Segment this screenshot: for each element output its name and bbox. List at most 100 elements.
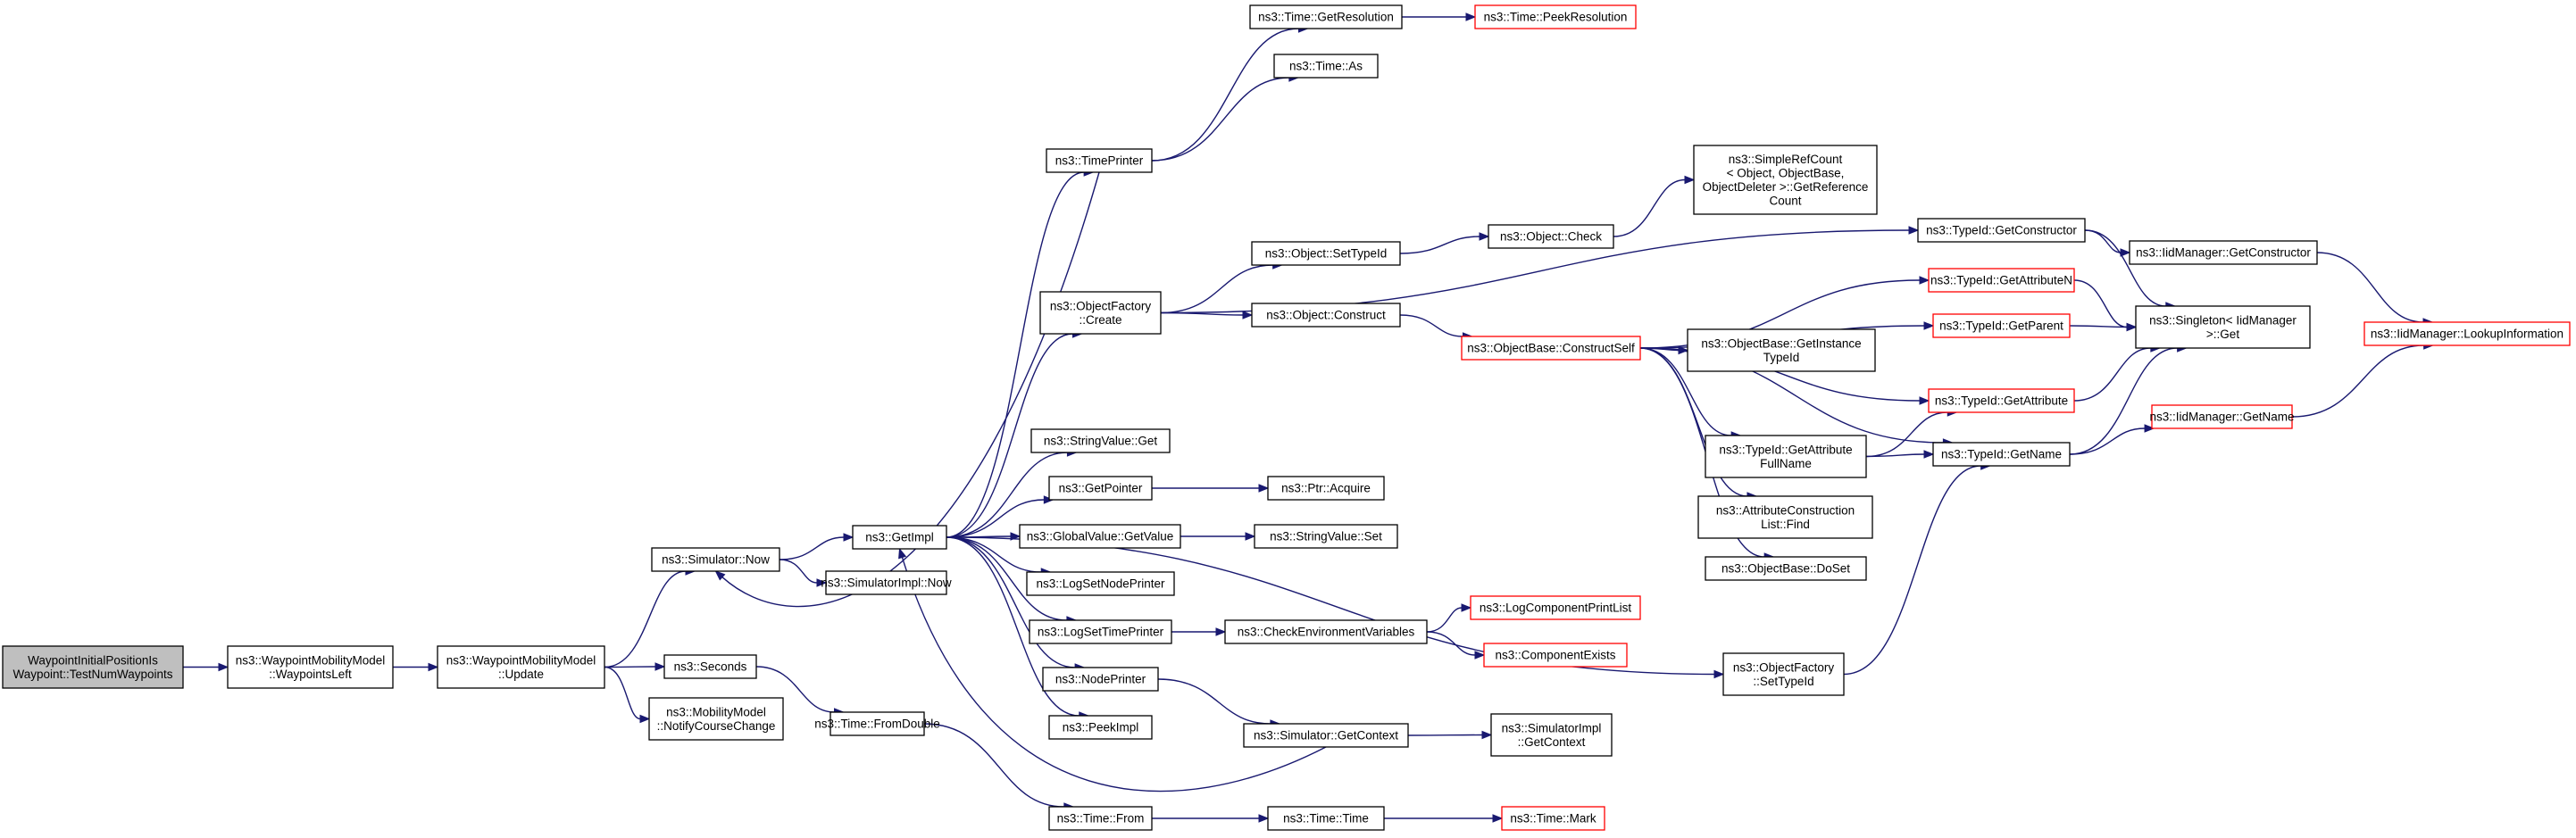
arrowhead: [1481, 730, 1493, 740]
node-label-line: ns3::ObjectBase::DoSet: [1722, 562, 1850, 576]
edge-getimpl-to-nodeprinter: [946, 536, 1086, 672]
edge-line: [604, 666, 641, 720]
node-checkenv[interactable]: ns3::CheckEnvironmentVariables: [1224, 619, 1428, 644]
node-timeas[interactable]: ns3::Time::As: [1273, 54, 1379, 79]
node-getimpl[interactable]: ns3::GetImpl: [852, 525, 947, 550]
edge-line: [1399, 236, 1480, 254]
node-box: [437, 645, 605, 689]
node-box: [1039, 291, 1162, 335]
node-logsettime[interactable]: ns3::LogSetTimePrinter: [1029, 619, 1172, 644]
node-simplerefcount[interactable]: ns3::SimpleRefCount< Object, ObjectBase,…: [1693, 145, 1878, 215]
node-getres[interactable]: ns3::Time::GetResolution: [1249, 4, 1403, 29]
node-box: [1249, 4, 1403, 29]
node-label-line: ns3::Ptr::Acquire: [1281, 482, 1371, 495]
node-logsetnode[interactable]: ns3::LogSetNodePrinter: [1026, 571, 1175, 596]
node-label-line: ns3::GetImpl: [865, 531, 934, 544]
node-box: [1705, 435, 1867, 478]
node-simimplgetctx[interactable]: ns3::SimulatorImpl::GetContext: [1490, 713, 1613, 757]
node-label-line: WaypointInitialPositionIs: [28, 653, 158, 667]
node-typeidgetparent[interactable]: ns3::TypeId::GetParent: [1932, 313, 2071, 338]
arrowhead: [218, 662, 229, 672]
node-box: [1048, 715, 1153, 740]
node-timetime[interactable]: ns3::Time::Time: [1267, 806, 1385, 831]
node-label-line: ns3::GlobalValue::GetValue: [1027, 530, 1174, 543]
node-iidgetctor[interactable]: ns3::IidManager::GetConstructor: [2129, 240, 2318, 265]
node-timeprinter[interactable]: ns3::TimePrinter: [1046, 148, 1153, 173]
edge-timeprinter-to-timeas: [1151, 73, 1300, 162]
node-label-line: ns3::TypeId::GetName: [1941, 448, 2062, 461]
node-label-line: ns3::TypeId::GetAttribute: [1935, 394, 2068, 408]
edge-line: [1843, 465, 1981, 676]
node-singletonget[interactable]: ns3::Singleton< IidManager>::Get: [2135, 305, 2311, 349]
node-objbasedoset[interactable]: ns3::ObjectBase::DoSet: [1705, 556, 1867, 581]
edge-line: [2069, 325, 2128, 328]
node-label-line: TypeId: [1763, 351, 1800, 364]
node-box: [1470, 595, 1641, 620]
node-label-line: ns3::LogSetNodePrinter: [1036, 577, 1165, 591]
node-box: [1483, 643, 1628, 668]
node-box: [648, 697, 784, 741]
edge-line: [604, 570, 686, 668]
node-objfactcreate[interactable]: ns3::ObjectFactory::Create: [1039, 291, 1162, 335]
node-box: [1461, 336, 1641, 361]
node-peekimpl[interactable]: ns3::PeekImpl: [1048, 715, 1153, 740]
node-typeidgetattr[interactable]: ns3::TypeId::GetAttribute: [1928, 388, 2075, 413]
node-label-line: ns3::PeekImpl: [1063, 721, 1139, 734]
arrowhead: [1245, 532, 1256, 541]
node-fromdouble[interactable]: ns3::Time::FromDouble: [814, 711, 940, 736]
edge-timetime-to-timemark: [1384, 814, 1504, 823]
node-peekres[interactable]: ns3::Time::PeekResolution: [1474, 4, 1637, 29]
node-label-line: ns3::StringValue::Get: [1044, 435, 1158, 448]
node-ptracquire[interactable]: ns3::Ptr::Acquire: [1267, 476, 1385, 501]
node-seconds[interactable]: ns3::Seconds: [663, 654, 757, 679]
node-update[interactable]: ns3::WaypointMobilityModel::Update: [437, 645, 605, 689]
node-getpointer[interactable]: ns3::GetPointer: [1048, 476, 1153, 501]
node-box: [1048, 806, 1153, 831]
edge-line: [2084, 229, 2166, 307]
node-iidlookup[interactable]: ns3::IidManager::LookupInformation: [2363, 321, 2571, 346]
node-objsettypeid[interactable]: ns3::Object::SetTypeId: [1251, 241, 1401, 266]
node-gvgetvalue[interactable]: ns3::GlobalValue::GetValue: [1019, 524, 1181, 549]
node-strvalget[interactable]: ns3::StringValue::Get: [1030, 428, 1171, 453]
node-objfactsettypeid[interactable]: ns3::ObjectFactory::SetTypeId: [1722, 652, 1845, 696]
node-box: [1693, 145, 1878, 215]
node-timefrom[interactable]: ns3::Time::From: [1048, 806, 1153, 831]
node-notify[interactable]: ns3::MobilityModel::NotifyCourseChange: [648, 697, 784, 741]
node-nodeprinter[interactable]: ns3::NodePrinter: [1042, 667, 1159, 692]
node-box: [1030, 428, 1171, 453]
node-typeidgetname[interactable]: ns3::TypeId::GetName: [1932, 442, 2071, 467]
node-label-line: ns3::Singleton< IidManager: [2149, 313, 2297, 327]
node-root: WaypointInitialPositionIsWaypoint::TestN…: [2, 645, 184, 689]
node-box: [1046, 148, 1153, 173]
arrowhead: [2144, 424, 2155, 433]
node-simgetctx[interactable]: ns3::Simulator::GetContext: [1243, 723, 1409, 748]
node-constructself[interactable]: ns3::ObjectBase::ConstructSelf: [1461, 336, 1641, 361]
node-simnow[interactable]: ns3::Simulator::Now: [651, 547, 780, 572]
node-label-line: ns3::Object::Construct: [1266, 309, 1386, 322]
node-typeidgetctor[interactable]: ns3::TypeId::GetConstructor: [1917, 218, 2086, 243]
node-typeidgetattrn[interactable]: ns3::TypeId::GetAttributeN: [1928, 268, 2075, 293]
node-objcheck[interactable]: ns3::Object::Check: [1488, 224, 1614, 249]
node-simimplnow[interactable]: ns3::SimulatorImpl::Now: [821, 570, 952, 595]
node-box: [1697, 495, 1873, 539]
node-logcompprint[interactable]: ns3::LogComponentPrintList: [1470, 595, 1641, 620]
edge-update-to-seconds: [604, 662, 666, 671]
node-compexists[interactable]: ns3::ComponentExists: [1483, 643, 1628, 668]
node-iidgetname[interactable]: ns3::IidManager::GetName: [2149, 404, 2295, 429]
node-timemark[interactable]: ns3::Time::Mark: [1501, 806, 1605, 831]
node-wpleft[interactable]: ns3::WaypointMobilityModel::WaypointsLef…: [227, 645, 394, 689]
node-label-line: ns3::ObjectFactory: [1733, 660, 1835, 674]
edge-line: [1865, 453, 1925, 458]
node-label-line: ns3::TypeId::GetAttribute: [1719, 443, 1852, 456]
edge-line: [946, 171, 1085, 538]
edge-line: [946, 333, 1073, 538]
node-objconstruct[interactable]: ns3::Object::Construct: [1251, 303, 1401, 328]
arrowhead: [1465, 12, 1477, 21]
edge-line: [946, 499, 1045, 538]
node-box: [1501, 806, 1605, 831]
node-label-line: ::Update: [498, 668, 544, 681]
node-strvalset[interactable]: ns3::StringValue::Set: [1254, 524, 1398, 549]
